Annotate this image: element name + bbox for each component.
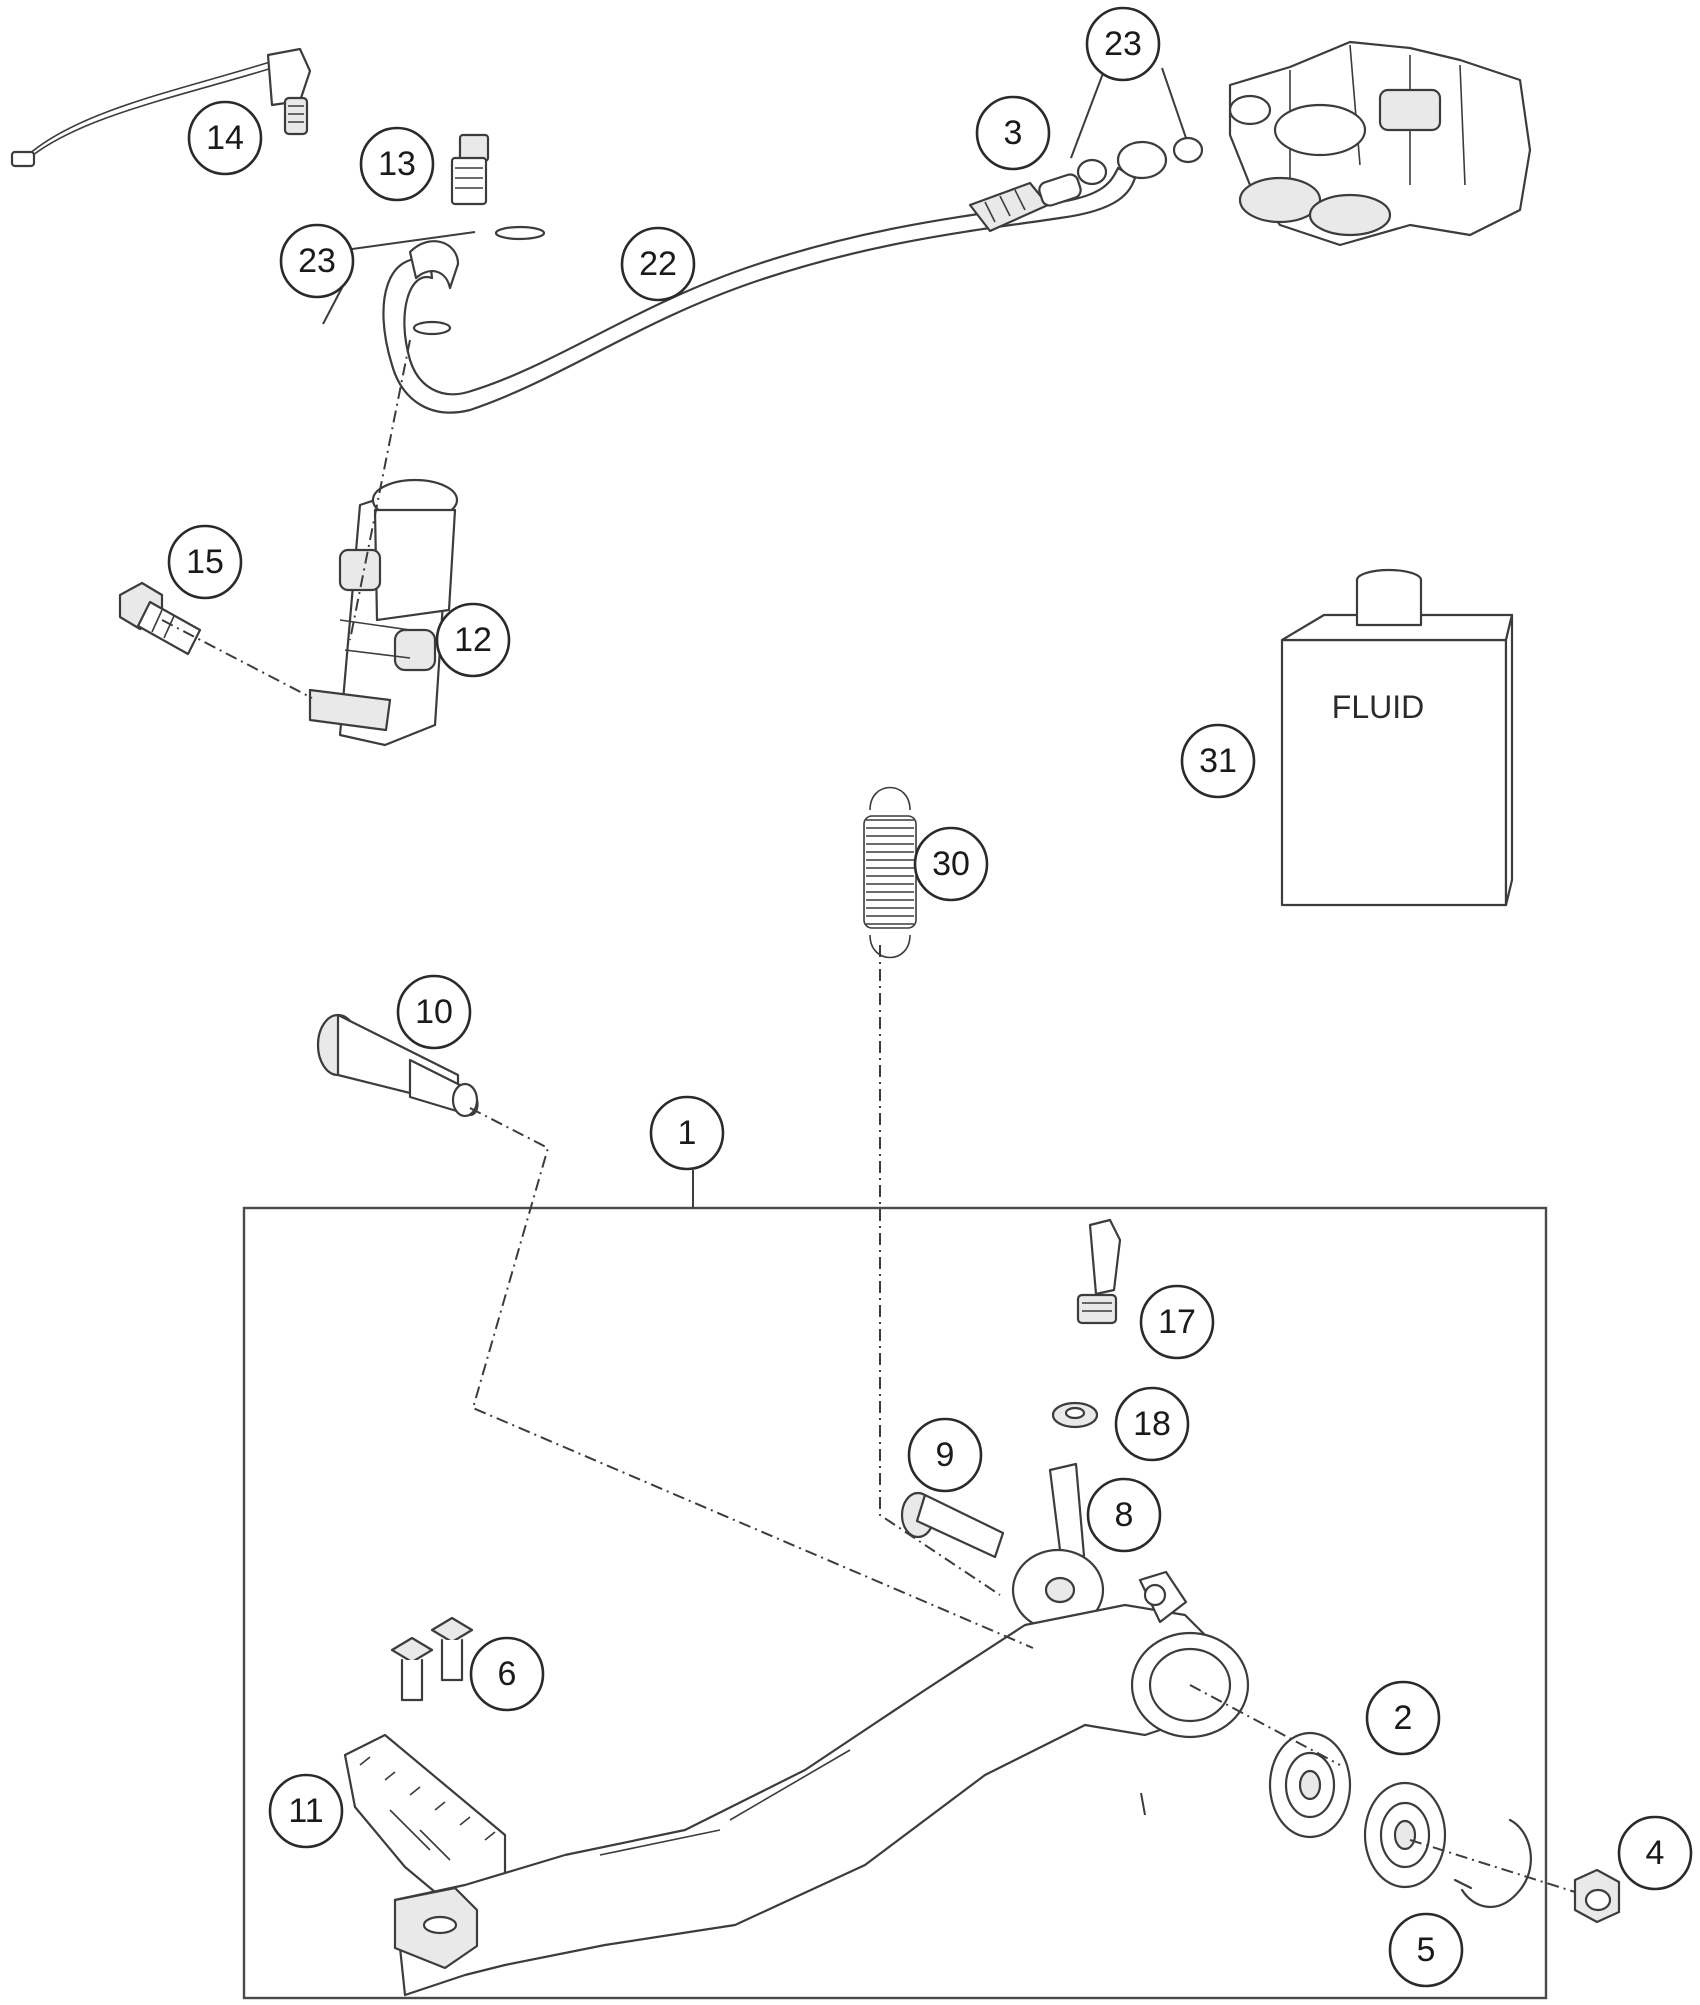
callout-9: 9 — [907, 1417, 983, 1493]
part-1-brake-pedal — [393, 1570, 1250, 1997]
callout-22: 22 — [620, 226, 696, 302]
callout-14: 14 — [187, 100, 263, 176]
part-17-threaded-pin — [1076, 1218, 1122, 1325]
callout-17: 17 — [1139, 1284, 1215, 1360]
part-15-bolt — [118, 581, 202, 656]
part-12-master-cylinder — [308, 478, 459, 747]
part-31-fluid-container: FLUID — [1280, 568, 1514, 907]
svg-text:8: 8 — [1115, 1496, 1134, 1534]
svg-text:10: 10 — [415, 993, 453, 1031]
part-4-nut — [1573, 1868, 1621, 1924]
svg-text:6: 6 — [498, 1655, 517, 1693]
leader-lines — [161, 67, 1576, 1893]
part-3-bleeder-screw — [968, 173, 1082, 233]
callout-13: 13 — [359, 126, 435, 202]
svg-text:11: 11 — [288, 1792, 323, 1830]
callout-10: 10 — [396, 974, 472, 1050]
part-13-bolt — [450, 133, 490, 206]
svg-text:5: 5 — [1417, 1931, 1436, 1969]
svg-text:17: 17 — [1158, 1303, 1196, 1341]
part-6-screws — [390, 1616, 474, 1702]
callout-2: 2 — [1365, 1680, 1441, 1756]
svg-text:23: 23 — [1104, 25, 1142, 63]
svg-text:15: 15 — [186, 543, 224, 581]
svg-text:12: 12 — [454, 621, 492, 659]
callout-6: 6 — [469, 1636, 545, 1712]
part-10-pivot-bushing — [316, 1013, 479, 1118]
part-9-bolt — [900, 1491, 1005, 1559]
brake-caliper — [1228, 40, 1532, 247]
svg-text:3: 3 — [1004, 114, 1023, 152]
svg-text:1: 1 — [678, 1114, 697, 1152]
part-30-spring — [863, 786, 917, 959]
fluid-label: FLUID — [1332, 689, 1424, 725]
callout-23-left: 23 — [279, 223, 355, 299]
svg-text:30: 30 — [932, 845, 970, 883]
part-5-circlip — [1453, 1818, 1532, 1908]
svg-text:18: 18 — [1133, 1405, 1171, 1443]
callout-12: 12 — [435, 602, 511, 678]
callout-30: 30 — [913, 826, 989, 902]
callout-23-right: 23 — [1085, 6, 1161, 82]
callout-5: 5 — [1388, 1912, 1464, 1988]
part-23-seal-ring-right — [1076, 136, 1204, 186]
callout-4: 4 — [1617, 1815, 1693, 1891]
callout-15: 15 — [167, 524, 243, 600]
svg-text:2: 2 — [1394, 1699, 1413, 1737]
svg-text:13: 13 — [378, 145, 416, 183]
part-8-clevis — [1011, 1462, 1105, 1632]
assembly-frame — [242, 1206, 1548, 2000]
callout-8: 8 — [1086, 1477, 1162, 1553]
part-18-nut — [1051, 1401, 1099, 1429]
callout-31: 31 — [1180, 723, 1256, 799]
callout-11: 11 — [268, 1773, 344, 1849]
svg-text:23: 23 — [298, 242, 336, 280]
svg-text:4: 4 — [1646, 1834, 1665, 1872]
callout-1: 1 — [649, 1095, 725, 1171]
svg-text:14: 14 — [206, 119, 244, 157]
part-2-bearings — [1268, 1731, 1447, 1889]
part-14-brake-light-switch — [10, 47, 312, 168]
callout-3: 3 — [975, 95, 1051, 171]
part-23-seal-ring-left — [412, 225, 546, 336]
svg-text:31: 31 — [1199, 742, 1237, 780]
part-22-brake-line — [382, 140, 1168, 414]
svg-text:22: 22 — [639, 245, 677, 283]
svg-text:9: 9 — [936, 1436, 955, 1474]
callout-18: 18 — [1114, 1386, 1190, 1462]
